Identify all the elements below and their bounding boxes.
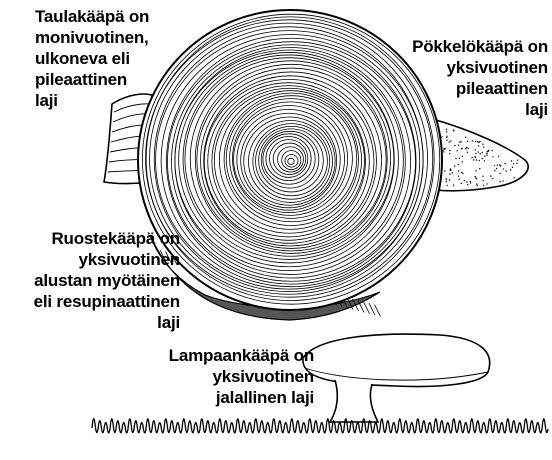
label-ruostekaapa: Ruostekääpä on yksivuotinen alustan myöt…	[4, 228, 180, 333]
label-ruostekaapa-line-3: alustan myötäinen	[4, 270, 180, 291]
label-ruostekaapa-line-5: laji	[4, 312, 180, 333]
label-pokkelokaapa-line-1: Pökkelökääpä on	[412, 36, 548, 57]
label-pokkelokaapa-line-4: laji	[412, 99, 548, 120]
label-lampaankaapa-line-3: jalallinen laji	[114, 387, 314, 408]
label-ruostekaapa-line-2: yksivuotinen	[4, 249, 180, 270]
label-lampaankaapa-line-2: yksivuotinen	[114, 366, 314, 387]
label-taulakaapa-line-1: Taulakääpä on	[35, 6, 149, 27]
label-ruostekaapa-line-1: Ruostekääpä on	[4, 228, 180, 249]
label-lampaankaapa-line-1: Lampaankääpä on	[114, 345, 314, 366]
label-pokkelokaapa: Pökkelökääpä on yksivuotinen pileaattine…	[412, 36, 548, 120]
log-cross-section	[138, 10, 442, 310]
label-pokkelokaapa-line-3: pileaattinen	[412, 78, 548, 99]
label-taulakaapa-line-3: ulkoneva eli	[35, 48, 149, 69]
label-lampaankaapa: Lampaankääpä on yksivuotinen jalallinen …	[114, 345, 314, 408]
label-taulakaapa-line-2: monivuotinen,	[35, 27, 149, 48]
pokkelokaapa-bracket-drawing	[436, 120, 528, 191]
label-ruostekaapa-line-4: eli resupinaattinen	[4, 291, 180, 312]
label-pokkelokaapa-line-2: yksivuotinen	[412, 57, 548, 78]
grass-strip	[92, 419, 548, 433]
label-taulakaapa-line-4: pileaattinen	[35, 69, 149, 90]
lampaankaapa-drawing	[303, 334, 490, 422]
label-taulakaapa: Taulakääpä on monivuotinen, ulkoneva eli…	[35, 6, 149, 111]
label-taulakaapa-line-5: laji	[35, 90, 149, 111]
